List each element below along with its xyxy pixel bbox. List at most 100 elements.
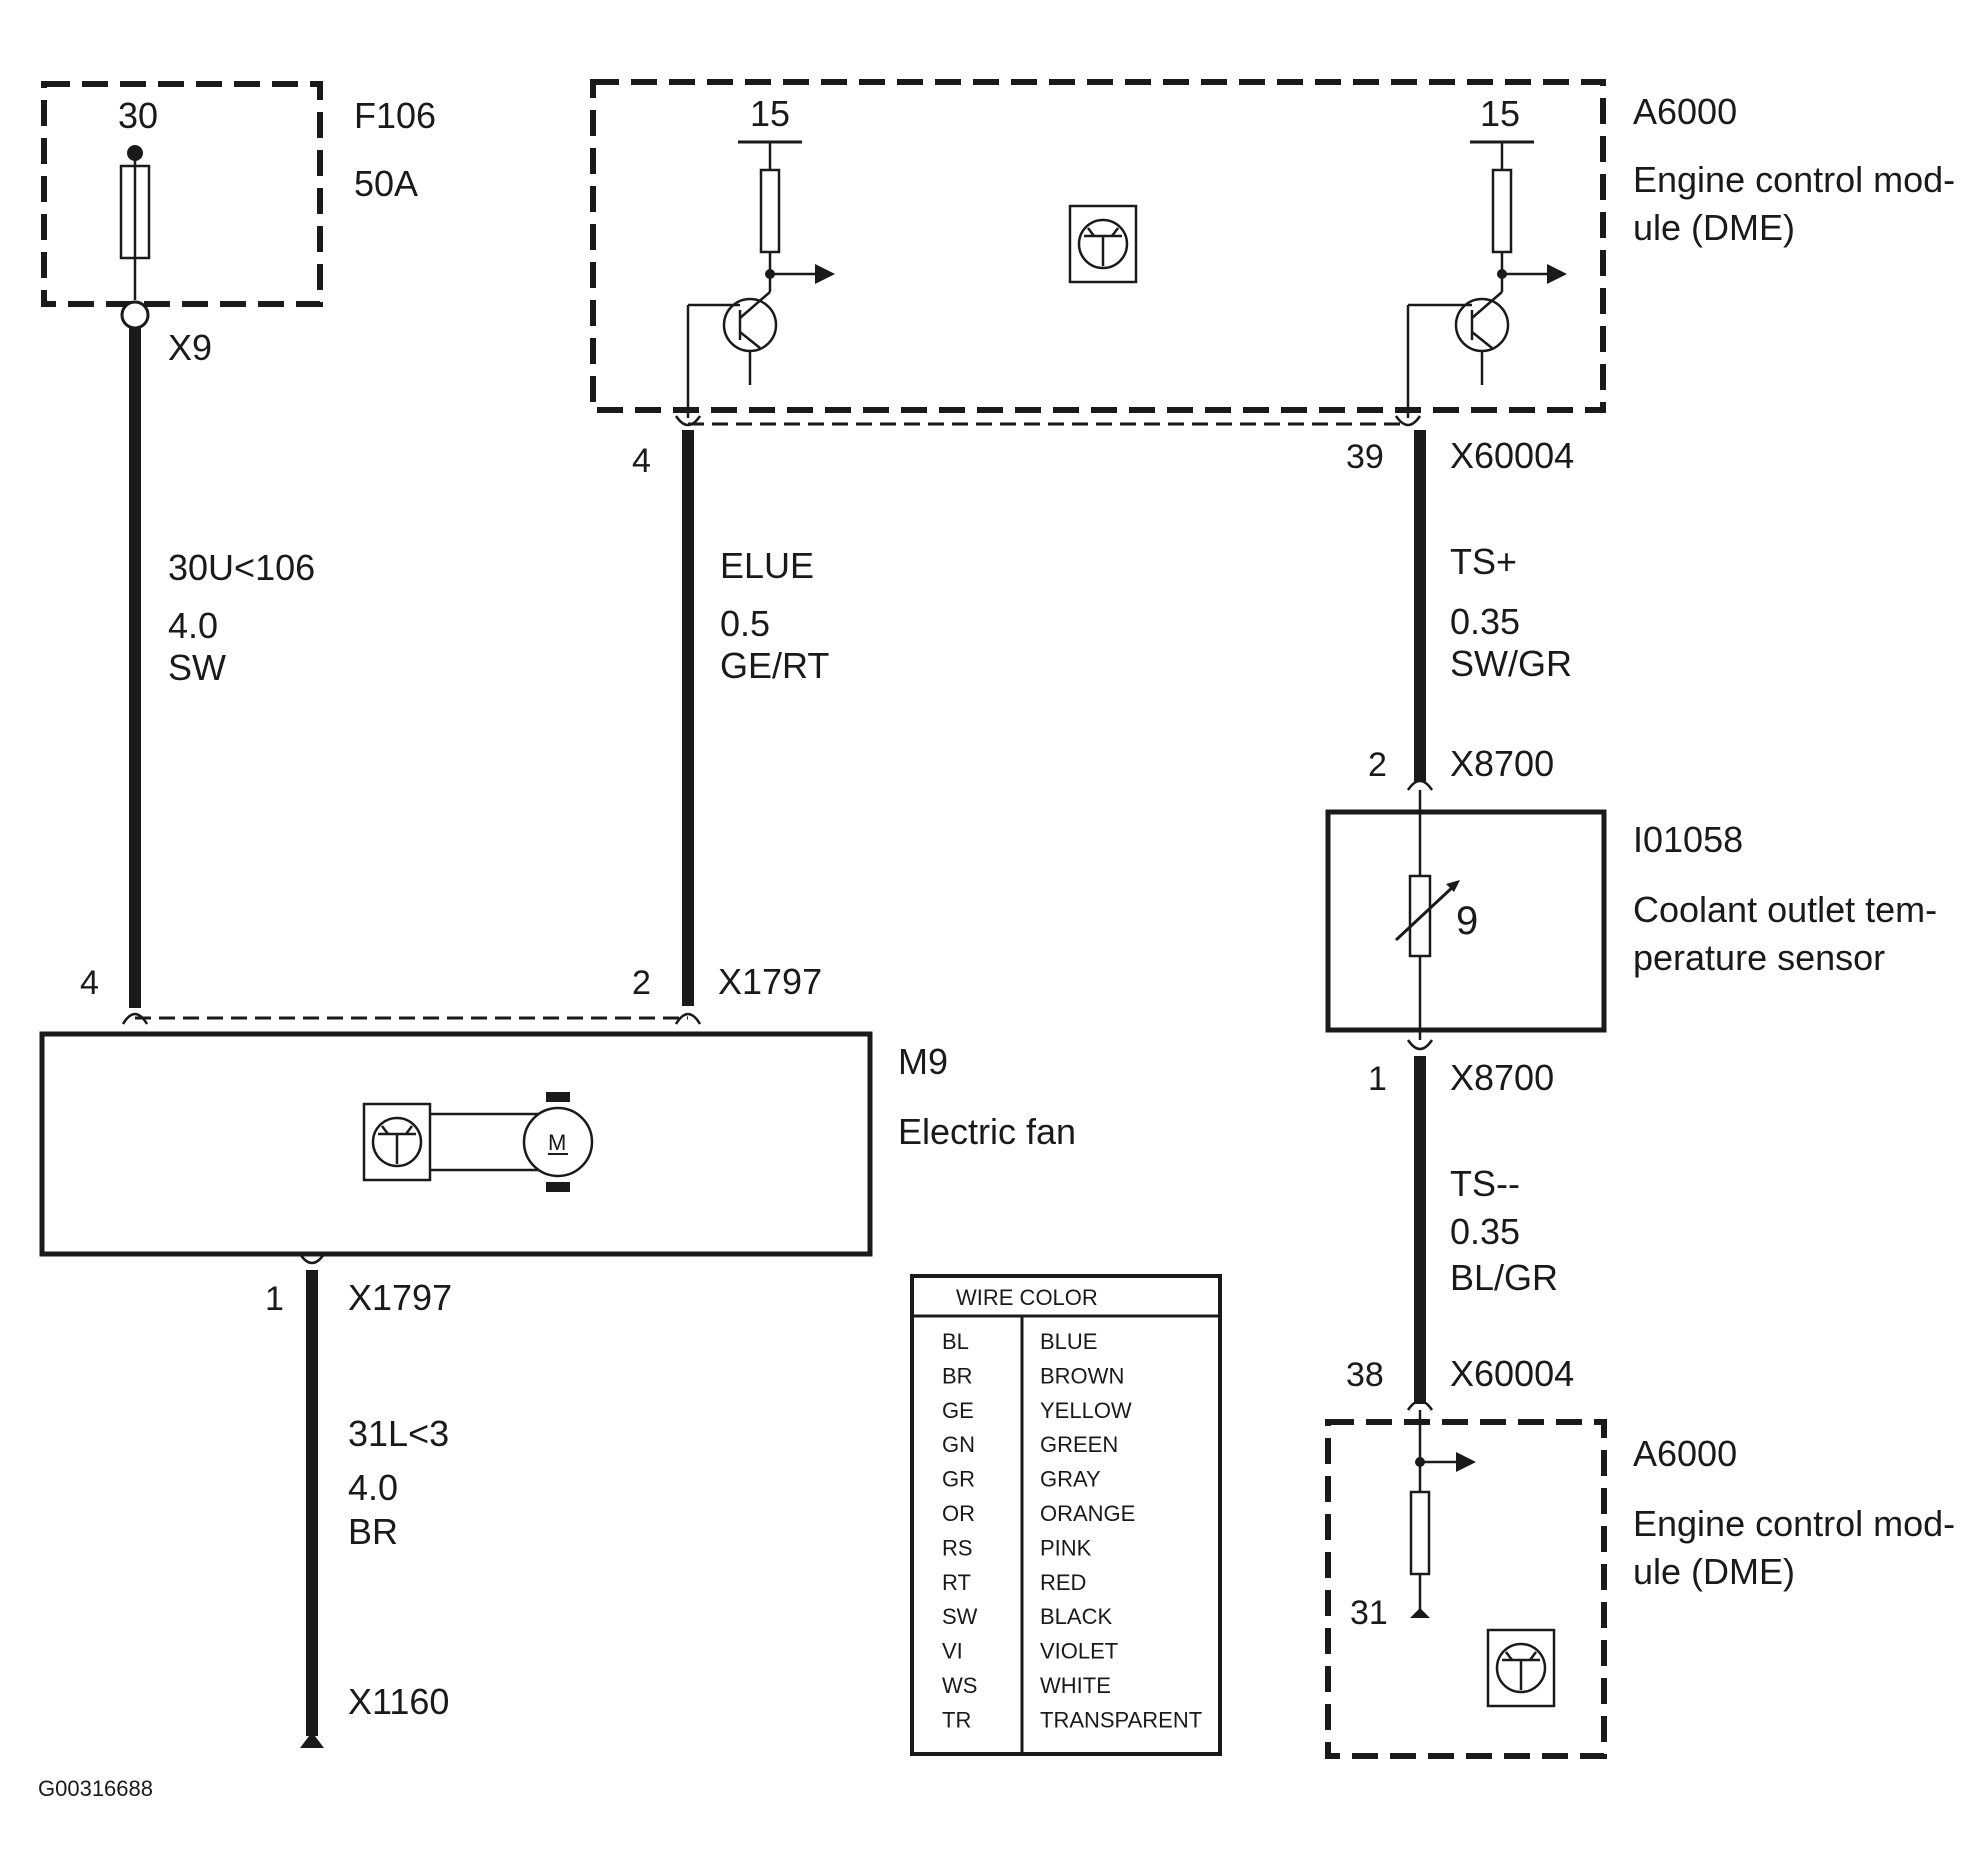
legend-code: BL: [942, 1329, 969, 1354]
fan-pin-bottom: 1: [265, 1280, 284, 1318]
legend-code: GN: [942, 1432, 975, 1457]
legend-code: OR: [942, 1501, 975, 1526]
pullup-resistor-icon: [1409, 1410, 1476, 1618]
thermistor-icon: 9: [1394, 790, 1478, 1040]
sensor-connector-bottom: X8700: [1450, 1057, 1554, 1098]
wire-gauge: 0.35: [1450, 1211, 1520, 1252]
fan-pin-bottom-connector-icon: [298, 1253, 326, 1265]
fan-pin-left-connector-icon: [121, 1012, 149, 1025]
legend-code: RT: [942, 1570, 971, 1595]
electric-fan: 4 2 X1797 M M9 Electric fan 1 X1797: [39, 961, 1076, 1318]
wire-circuit: TS+: [1450, 541, 1517, 582]
ecm-pin-right-connector: 39 X60004: [1346, 415, 1574, 476]
fuse-rating: 50A: [354, 163, 418, 204]
sensor-bottom-connector-icon: [1406, 1039, 1434, 1051]
ground-connector: X1160: [348, 1681, 449, 1722]
fan-pin-right: 2: [632, 964, 651, 1002]
legend-color-name: BLUE: [1040, 1329, 1097, 1354]
legend-color-name: YELLOW: [1040, 1398, 1132, 1423]
transistor-right-icon: [1406, 140, 1567, 418]
ecm-bottom-ground-terminal: 31: [1350, 1594, 1388, 1632]
wire-color: BR: [348, 1511, 398, 1552]
legend-code: SW: [942, 1604, 978, 1629]
fuse-f106: 30 F106 50A X9: [41, 81, 436, 368]
coolant-temp-sensor: 2 X8700 9 I01058 Coolant outlet tem- per…: [1325, 743, 1937, 1098]
legend-color-name: WHITE: [1040, 1673, 1111, 1698]
wire-gauge: 0.35: [1450, 601, 1520, 642]
wire-sensor-to-ecm: TS-- 0.35 BL/GR: [1414, 1056, 1558, 1404]
wire-color: SW: [168, 647, 226, 688]
fan-id: M9: [898, 1041, 948, 1082]
ecm-top-terminal-right: 15: [1480, 93, 1520, 134]
motor-label: M: [548, 1130, 566, 1155]
fuse-icon: [119, 145, 151, 300]
ecm-bottom-pin: 38: [1346, 1356, 1384, 1394]
wire-color: BL/GR: [1450, 1257, 1558, 1298]
wire-fan-to-ground: 31L<3 4.0 BR X1160: [300, 1270, 449, 1748]
sensor-name-line2: perature sensor: [1633, 937, 1885, 978]
ecm-bottom-housing: [1325, 1419, 1607, 1759]
thermistor-symbol: 9: [1456, 899, 1478, 943]
ecm-top: 15 15: [590, 79, 1955, 418]
fuse-terminal-label: 30: [118, 95, 158, 136]
wire-ecm-to-sensor: TS+ 0.35 SW/GR: [1414, 430, 1572, 782]
legend-row: GN GREEN: [942, 1432, 1118, 1457]
legend-color-name: GREEN: [1040, 1432, 1118, 1457]
sensor-pin-top: 2: [1368, 746, 1387, 784]
wire-color: GE/RT: [720, 645, 829, 686]
legend-row: BL BLUE: [942, 1329, 1097, 1354]
wire-circuit: ELUE: [720, 545, 814, 586]
fan-connector-top: X1797: [718, 961, 822, 1002]
legend-color-name: TRANSPARENT: [1040, 1707, 1202, 1732]
legend-code: GR: [942, 1467, 975, 1492]
sensor-id: I01058: [1633, 819, 1743, 860]
legend-code: BR: [942, 1363, 973, 1388]
sensor-housing: [1325, 809, 1607, 1033]
ecm-top-pin-right: 39: [1346, 438, 1384, 476]
ecm-pin-left-connector: 4: [632, 415, 702, 480]
ecm-bottom-connector: X60004: [1450, 1353, 1574, 1394]
sensor-top-connector-icon: [1406, 779, 1434, 791]
legend-code: VI: [942, 1639, 963, 1664]
legend-color-name: ORANGE: [1040, 1501, 1135, 1526]
legend-code: RS: [942, 1535, 973, 1560]
ecm-top-connector: X60004: [1450, 435, 1574, 476]
ecm-top-terminal-left: 15: [750, 93, 790, 134]
connector-x9-icon: [120, 300, 150, 330]
legend-box: [910, 1274, 1222, 1756]
ecm-top-pin-left: 4: [632, 442, 651, 480]
legend-color-name: RED: [1040, 1570, 1086, 1595]
wire-gauge: 4.0: [348, 1467, 398, 1508]
ecm-bottom-name-line1: Engine control mod-: [1633, 1503, 1955, 1544]
legend-row: OR ORANGE: [942, 1501, 1135, 1526]
legend-row: RT RED: [942, 1570, 1086, 1595]
ecm-bottom-connector-icon: [1406, 1399, 1434, 1411]
fan-pin-left: 4: [80, 964, 99, 1002]
wire-circuit: 31L<3: [348, 1413, 449, 1454]
control-module-icon: [1486, 1628, 1556, 1708]
figure-id: G00316688: [38, 1776, 153, 1801]
wire-circuit: TS--: [1450, 1163, 1520, 1204]
wire-ecm-to-fan: ELUE 0.5 GE/RT: [682, 430, 829, 1006]
wire-gauge: 0.5: [720, 603, 770, 644]
sensor-pin-bottom: 1: [1368, 1060, 1387, 1098]
legend-row: SW BLACK: [942, 1604, 1112, 1629]
ecm-top-id: A6000: [1633, 91, 1737, 132]
ecm-bottom-name-line2: ule (DME): [1633, 1551, 1795, 1592]
fan-connector-bottom: X1797: [348, 1277, 452, 1318]
motor-icon: M: [430, 1092, 594, 1192]
wire-color: SW/GR: [1450, 643, 1572, 684]
transistor-left-icon: [686, 140, 835, 418]
wire-gauge: 4.0: [168, 605, 218, 646]
fan-housing: [39, 1031, 873, 1257]
legend-color-name: BLACK: [1040, 1604, 1112, 1629]
ecm-bottom: 38 X60004 31 A6000 Engine control mod- u…: [1325, 1353, 1955, 1759]
fuse-connector-label: X9: [168, 327, 212, 368]
control-module-icon: [1068, 204, 1138, 284]
